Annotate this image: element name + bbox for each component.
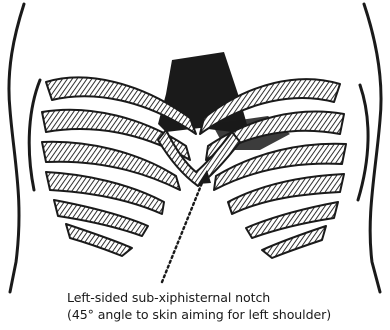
needle-path-dotted-line (162, 178, 204, 282)
caption-line-2: (45° angle to skin aiming for left shoul… (67, 306, 387, 323)
needle-path-arrow (162, 170, 211, 282)
right-arm-contour (358, 85, 368, 200)
caption-line-1: Left-sided sub-xiphisternal notch (67, 289, 387, 306)
left-arm-contour (29, 80, 40, 190)
torso-left-edge (9, 4, 24, 292)
